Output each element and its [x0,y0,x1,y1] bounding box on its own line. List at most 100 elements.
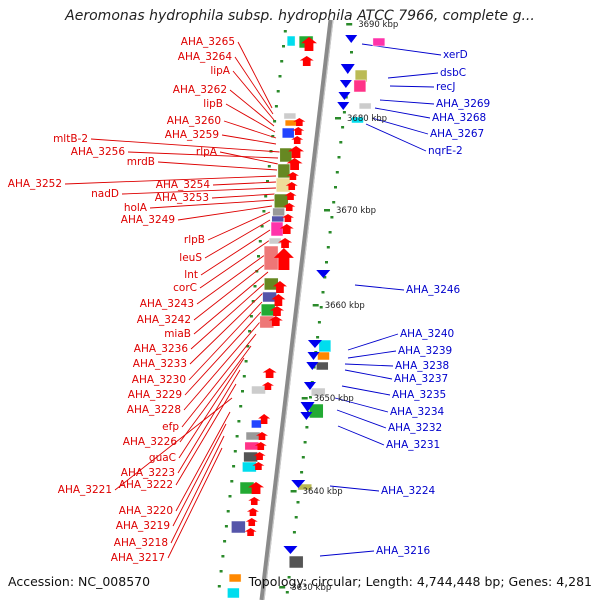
label-connector [64,175,277,185]
genome-stats-text: Topology: circular; Length: 4,744,448 bp… [248,574,592,589]
forward-gene-arrow [286,172,299,180]
gene-box [316,361,329,371]
label-connector [341,385,391,396]
label-connector [157,161,278,171]
forward-gene-arrow [288,146,305,158]
position-dot [303,441,307,444]
gene-label-aha-3221: AHA_3221 [58,484,112,496]
label-connector [199,239,271,289]
forward-gene-arrow [284,192,297,200]
gene-label-aha-3260: AHA_3260 [167,115,221,127]
reverse-gene-arrow [340,64,355,74]
position-dot [257,255,260,258]
position-dot [335,171,339,174]
label-connector [184,311,262,396]
position-dot [300,471,304,474]
left-gene-labels: AHA_3265AHA_3264lipAAHA_3262lipBAHA_3260… [8,36,235,564]
position-dot [226,510,230,513]
gene-box [242,461,257,473]
reverse-gene-arrow [345,35,358,43]
ruler-label: 3650 kbp [314,394,354,404]
position-dot [230,480,234,483]
position-dot [350,51,353,54]
forward-gene-arrow [286,158,303,170]
forward-gene-arrow [278,238,293,248]
position-dot [228,495,232,498]
forward-gene-arrow [285,182,298,190]
position-dot [246,345,250,348]
label-connector [212,181,277,186]
position-dot [223,540,227,543]
position-dot [341,126,345,129]
label-connector [223,120,277,139]
reverse-gene-arrow [283,546,298,554]
gene-box [268,237,282,245]
position-dot [217,585,221,588]
gene-label-aha-3268: AHA_3268 [432,112,486,124]
label-connector [374,107,431,119]
position-dot [316,336,320,339]
gene-box [271,215,284,223]
gene-box [251,419,262,429]
gene-label-aha-3249: AHA_3249 [121,214,175,226]
position-dot [276,90,280,93]
label-connector [178,357,245,459]
gene-box [318,339,332,353]
position-dot [317,321,321,324]
forward-gene-arrow [244,528,257,536]
gene-box [281,127,295,139]
label-connector [121,187,277,195]
gene-box [259,315,275,329]
gene-label-nqre-2: nqrE-2 [428,145,463,157]
position-dot [321,291,325,294]
gene-box [372,37,386,47]
gene-label-aha-3216: AHA_3216 [376,545,431,557]
position-dot [266,180,269,183]
position-dot [219,570,223,573]
position-dot [326,246,330,249]
label-connector [170,435,225,544]
gene-label-nadd: nadD [91,188,119,200]
gene-label-aha-3223: AHA_3223 [121,467,175,479]
gene-label-miab: miaB [164,328,191,340]
gene-label-mrdb: mrdB [127,156,155,168]
position-dot [285,591,289,594]
gene-box [310,387,326,397]
ruler-tick [346,23,353,26]
forward-gene-arrow [271,294,286,306]
position-dot [233,450,237,453]
position-dot [287,576,291,579]
gene-label-aha-3233: AHA_3233 [133,358,187,370]
forward-gene-arrow [245,518,258,526]
gene-box [227,587,240,599]
gene-label-xerd: xerD [443,49,468,61]
forward-gene-arrow [253,452,266,460]
position-dot [274,105,278,108]
ruler-label: 3660 kbp [325,301,365,311]
gene-box [317,351,330,361]
label-connector [229,89,275,127]
gene-label-aha-3226: AHA_3226 [123,436,178,448]
forward-gene-arrow [300,37,317,51]
forward-gene-arrow [268,316,283,326]
position-dot [292,531,296,534]
reverse-gene-arrow [316,270,331,278]
gene-label-aha-3254: AHA_3254 [156,179,211,191]
label-connector [204,219,271,259]
backbone-highlight [263,19,334,600]
position-dot [253,285,257,288]
gene-label-aha-3228: AHA_3228 [127,404,181,416]
gene-boxes [227,35,386,599]
gene-label-aha-3243: AHA_3243 [140,298,194,310]
label-connector [175,383,237,486]
gene-box [245,431,261,441]
gene-label-aha-3262: AHA_3262 [173,84,227,96]
position-dot [305,426,309,429]
label-connector [365,123,427,152]
forward-gene-arrow [261,382,274,390]
ruler-tick [290,490,297,493]
gene-label-aha-3232: AHA_3232 [388,422,442,434]
position-dot [249,315,253,318]
